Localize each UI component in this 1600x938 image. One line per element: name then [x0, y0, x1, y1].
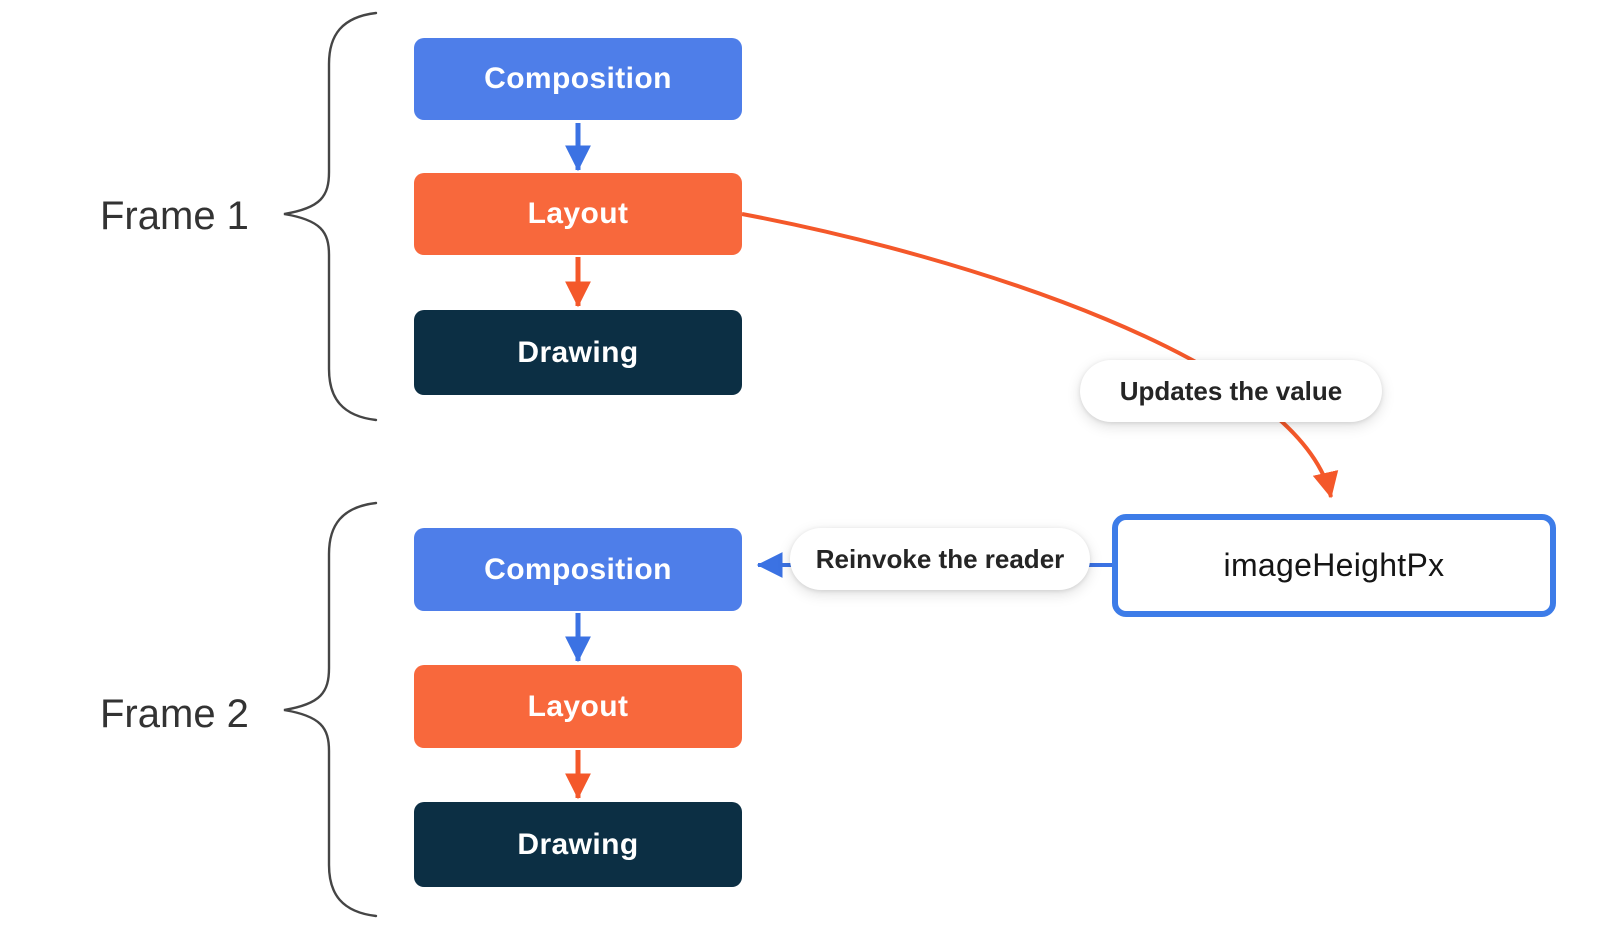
frame-2-label: Frame 2: [100, 692, 249, 736]
updates-the-value-callout: Updates the value: [1080, 360, 1382, 422]
frame-1-label: Frame 1: [100, 194, 249, 238]
frame1-composition-box: Composition: [414, 38, 742, 120]
frame2-drawing-box: Drawing: [414, 802, 742, 887]
frame-2-brace: [283, 501, 378, 918]
frame2-composition-box: Composition: [414, 528, 742, 611]
imageheightpx-state-box: imageHeightPx: [1112, 514, 1556, 617]
arrow-layout-updates-imageheightpx: [741, 212, 1339, 499]
frame2-layout-box: Layout: [414, 665, 742, 748]
reinvoke-the-reader-callout: Reinvoke the reader: [790, 528, 1090, 590]
frame-1-brace: [283, 11, 378, 422]
frame1-layout-box: Layout: [414, 173, 742, 255]
frame1-drawing-box: Drawing: [414, 310, 742, 395]
